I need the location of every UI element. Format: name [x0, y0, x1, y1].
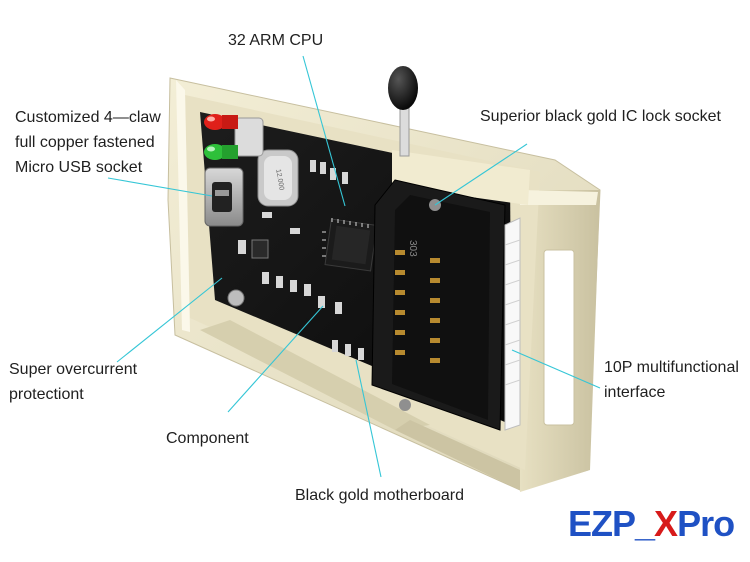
leader-component [227, 305, 324, 413]
label-micro-usb-socket: Customized 4—claw full copper fastened M… [15, 105, 190, 180]
led-red [204, 114, 238, 130]
arm-cpu-chip [322, 218, 382, 272]
leader-socket [434, 143, 528, 206]
label-line: Micro USB socket [15, 159, 143, 176]
brand-ezp: EZP_ [568, 503, 655, 544]
label-line: full copper fastened [15, 134, 155, 151]
leader-usb [107, 177, 213, 197]
label-black-gold-motherboard: Black gold motherboard [295, 487, 464, 504]
smd-components [227, 160, 364, 360]
brand-pro: Pro [677, 503, 735, 544]
leader-lines [107, 55, 601, 478]
label-line: Super overcurrent [9, 361, 138, 378]
leader-overcurrent [116, 277, 223, 363]
label-line: protectiont [9, 386, 84, 403]
label-overcurrent-protection: Super overcurrent protectiont [9, 357, 137, 407]
zif-socket: 303 [371, 66, 530, 431]
label-line: 10P multifunctional [604, 359, 739, 376]
svg-text:12.000: 12.000 [274, 169, 285, 191]
label-component: Component [166, 430, 249, 447]
brand-x: X [654, 503, 678, 544]
svg-text:303: 303 [407, 240, 418, 257]
brand-logo: EZP_XPro [568, 503, 735, 545]
leader-cpu [302, 55, 346, 207]
label-10p-interface: 10P multifunctional interface [604, 355, 739, 405]
label-line: interface [604, 384, 666, 401]
leader-motherboard [355, 359, 382, 478]
crystal: 12.000 [257, 149, 299, 207]
label-ic-lock-socket: Superior black gold IC lock socket [480, 108, 721, 125]
10p-interface-connector [504, 217, 521, 431]
label-32-arm-cpu: 32 ARM CPU [228, 32, 324, 49]
micro-usb-socket [204, 167, 244, 227]
led-green [204, 144, 238, 160]
label-line: Customized 4—claw [15, 109, 161, 126]
leader-interface [511, 349, 601, 389]
